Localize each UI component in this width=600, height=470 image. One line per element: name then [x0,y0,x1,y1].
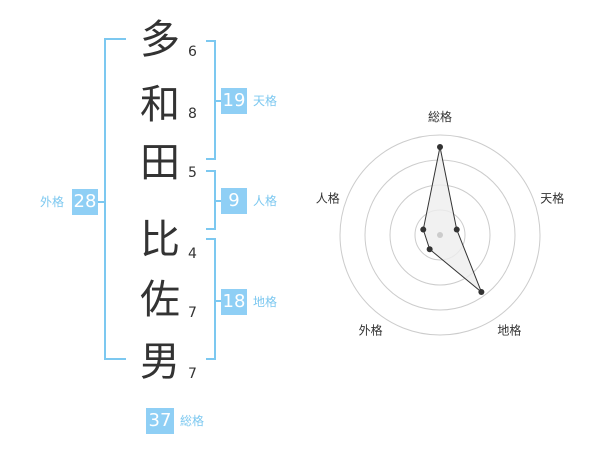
jinkaku-label: 人格 [253,194,278,208]
tenkaku-label: 天格 [253,94,278,108]
radar-point-5 [420,226,427,233]
gaikaku-connector [98,201,106,203]
stroke-count-5: 7 [188,305,197,321]
radar-ring-4 [339,134,541,336]
stroke-count-6: 7 [188,366,197,382]
stroke-count-2: 8 [188,106,197,122]
soukaku-label: 総格 [180,414,205,428]
radar-axis-label-5: 人格 [316,191,340,206]
stroke-count-3: 5 [188,165,197,181]
gaikaku-bracket [104,38,126,360]
radar-point-3 [478,288,485,295]
radar-point-4 [426,246,433,253]
radar-center-dot [437,232,443,238]
radar-polygon [422,146,482,293]
tenkaku-badge: 19 [221,88,247,114]
radar-axis-label-4: 外格 [359,322,383,337]
chikaku-connector [216,300,222,302]
chikaku-label: 地格 [253,295,278,309]
name-char-5: 佐 [140,277,180,323]
name-char-1: 多 [140,17,180,63]
jinkaku-connector [216,200,222,202]
jinkaku-bracket [206,170,216,230]
tenkaku-connector [216,100,222,102]
jinkaku-badge: 9 [221,188,247,214]
name-char-3: 田 [140,140,180,186]
radar-axis-label-2: 天格 [540,191,564,206]
name-char-6: 男 [140,339,180,385]
soukaku-badge: 37 [146,408,174,434]
name-char-4: 比 [140,217,180,263]
radar-point-2 [453,226,460,233]
chikaku-badge: 18 [221,289,247,315]
chikaku-bracket [206,238,216,360]
name-char-2: 和 [140,82,180,128]
stroke-count-1: 6 [188,44,197,60]
radar-axis-label-1: 総格 [428,110,452,124]
gaikaku-label: 外格 [40,195,65,209]
tenkaku-bracket [206,40,216,160]
gaikaku-badge: 28 [72,189,98,215]
stroke-count-4: 4 [188,246,197,262]
radar-point-1 [437,144,443,150]
radar-axis-label-3: 地格 [497,322,521,337]
